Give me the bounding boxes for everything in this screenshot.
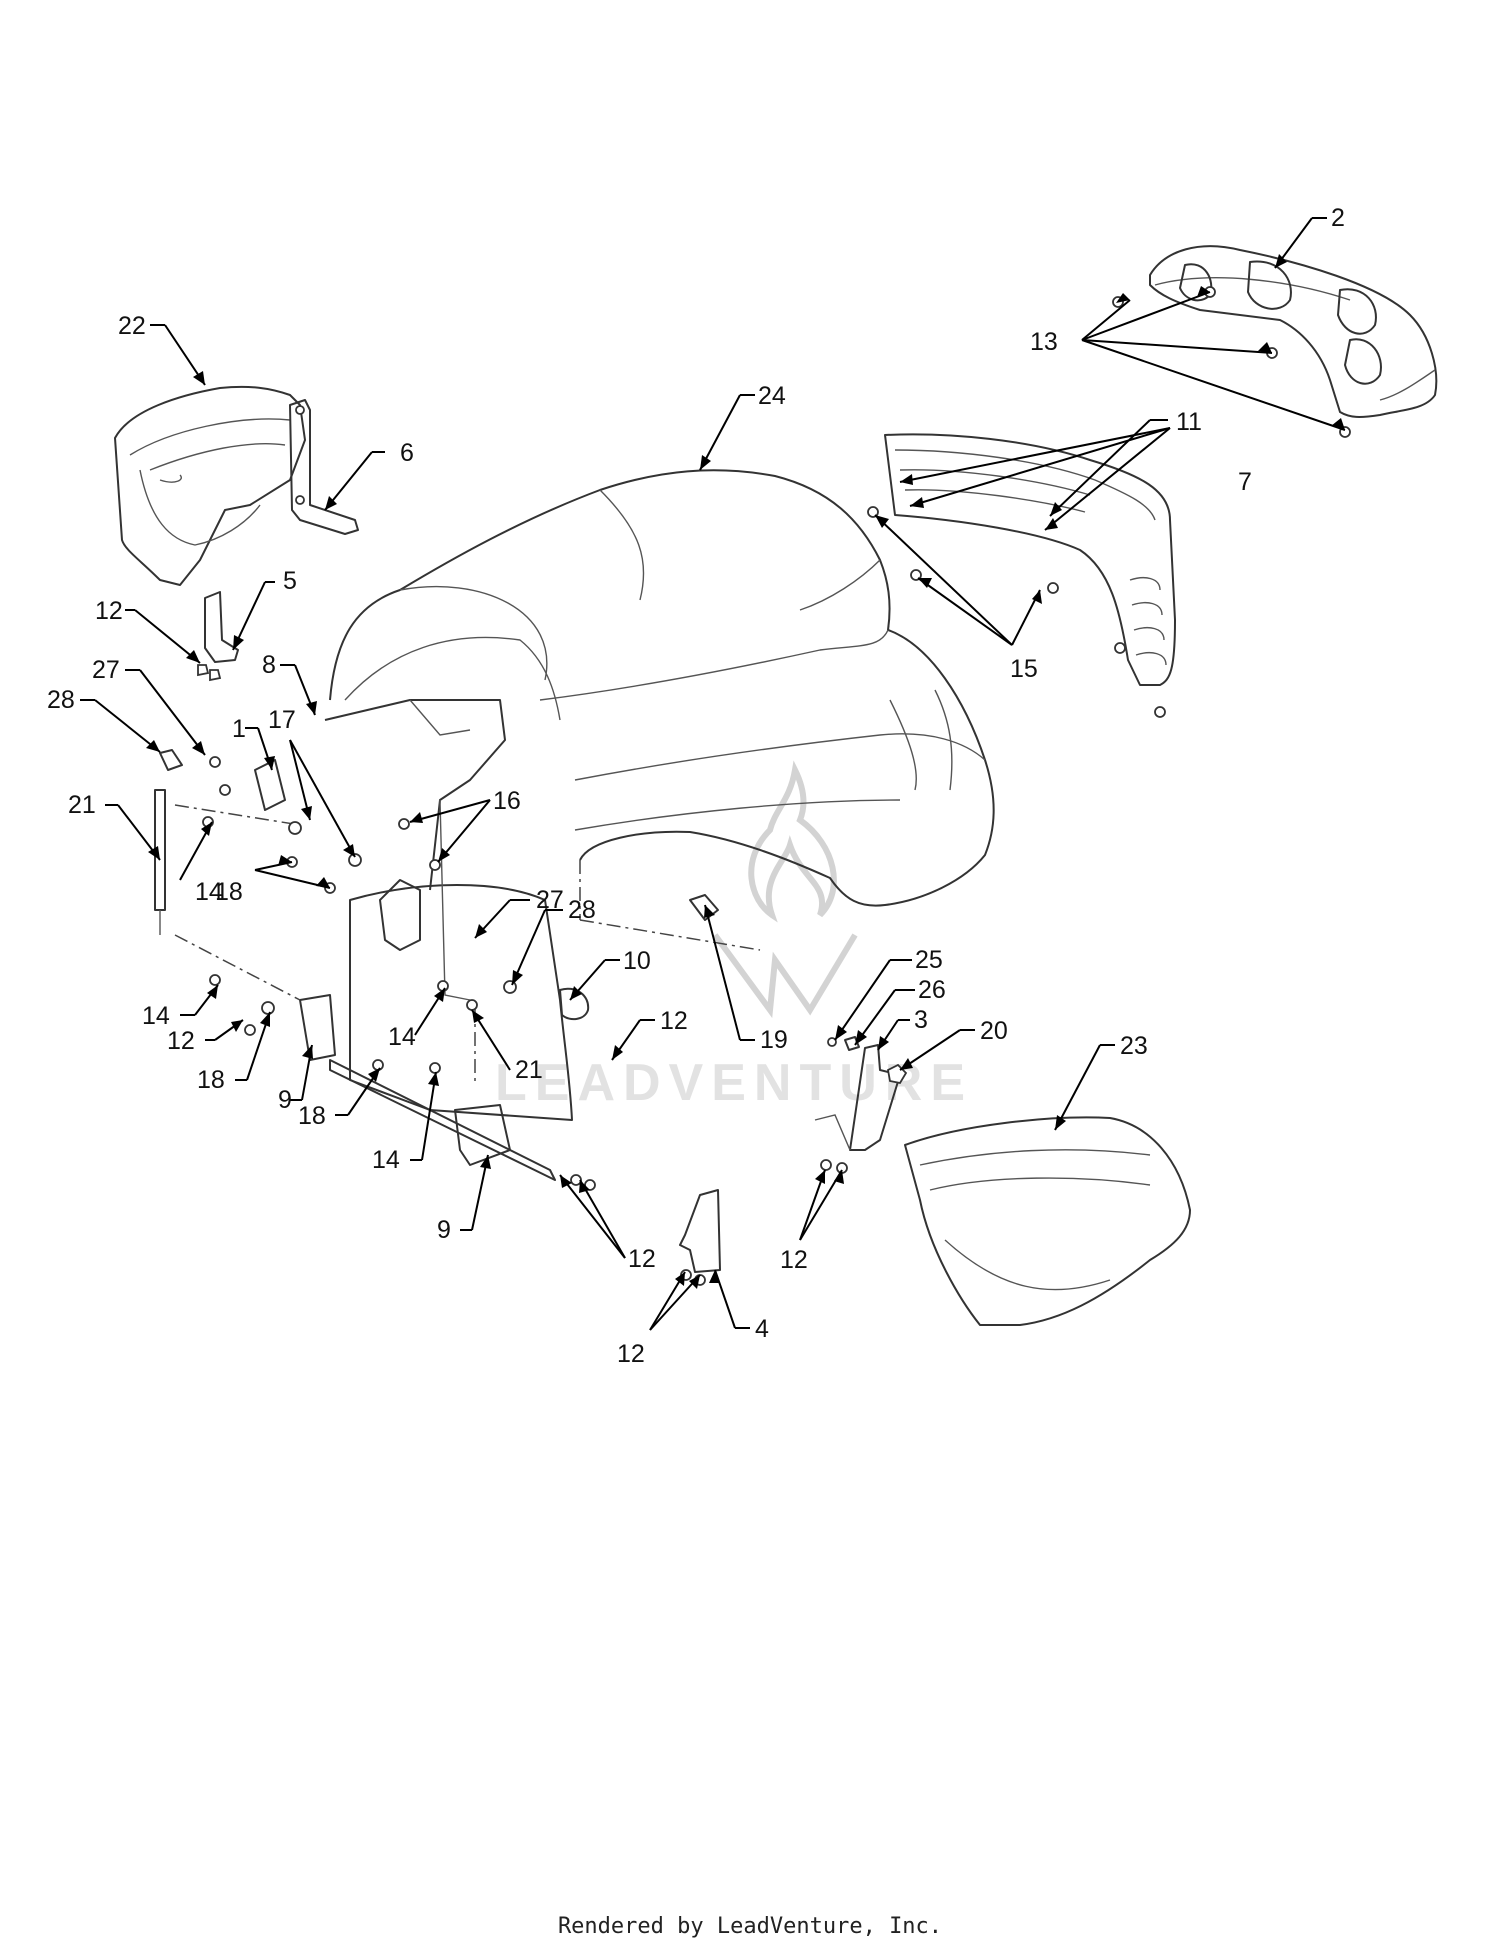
callout-4: 4 — [755, 1315, 769, 1343]
callout-14-a: 14 — [195, 878, 223, 906]
headlight-assembly — [1149, 245, 1438, 418]
callout-12-e: 12 — [617, 1340, 645, 1368]
nuts-15 — [867, 506, 1166, 718]
callout-26: 26 — [918, 976, 946, 1004]
callout-24: 24 — [758, 382, 786, 410]
callout-21-a: 21 — [68, 791, 96, 819]
callout-15: 15 — [1010, 655, 1038, 683]
callout-23: 23 — [1120, 1032, 1148, 1060]
callout-27-b: 27 — [536, 886, 564, 914]
arrowheads — [146, 254, 1345, 1289]
callout-19: 19 — [760, 1026, 788, 1054]
hood — [329, 469, 995, 951]
callout-5: 5 — [283, 567, 297, 595]
hinge-hardware — [159, 749, 517, 1074]
bracket-6 — [289, 399, 359, 535]
callout-14-b: 14 — [142, 1002, 170, 1030]
callout-labels: 2 13 24 11 7 15 22 6 5 12 8 27 28 1 17 1… — [47, 204, 1345, 1368]
watermark-text: LEADVENTURE — [495, 1054, 973, 1112]
callout-9-b: 9 — [437, 1216, 451, 1244]
right-side-panel — [904, 1116, 1191, 1326]
callout-18-a: 18 — [215, 878, 243, 906]
front-grille — [884, 433, 1176, 686]
callout-8: 8 — [262, 651, 276, 679]
dash-assembly — [299, 699, 590, 1181]
footer-credit: Rendered by LeadVenture, Inc. — [557, 1914, 943, 1939]
callout-28-b: 28 — [568, 896, 596, 924]
callout-22: 22 — [118, 312, 146, 340]
latch-19 — [689, 894, 719, 921]
callout-27-a: 27 — [92, 656, 120, 684]
callout-12-f: 12 — [780, 1246, 808, 1274]
callout-14-c: 14 — [388, 1023, 416, 1051]
callout-14-d: 14 — [372, 1146, 400, 1174]
callout-11: 11 — [1176, 408, 1202, 436]
callout-2: 2 — [1331, 204, 1345, 232]
callout-17: 17 — [268, 706, 296, 734]
callout-12-d: 12 — [628, 1245, 656, 1273]
callout-16: 16 — [493, 787, 521, 815]
callout-7: 7 — [1238, 468, 1252, 496]
callout-6: 6 — [400, 439, 414, 467]
callout-10: 10 — [623, 947, 651, 975]
callout-3: 3 — [914, 1006, 928, 1034]
callout-21-b: 21 — [515, 1056, 543, 1084]
callout-25: 25 — [915, 946, 943, 974]
callout-13: 13 — [1030, 328, 1058, 356]
callout-18-c: 18 — [298, 1102, 326, 1130]
callout-12-a: 12 — [95, 597, 123, 625]
gas-spring-21-left — [154, 789, 301, 1001]
leader-lines — [80, 217, 1346, 1331]
callout-9-a: 9 — [278, 1086, 292, 1114]
callout-20: 20 — [980, 1017, 1008, 1045]
callout-28-a: 28 — [47, 686, 75, 714]
callout-1: 1 — [232, 715, 246, 743]
left-side-panel — [114, 385, 306, 586]
watermark-logo: LEADVENTURE — [495, 760, 973, 1112]
callout-12-c: 12 — [660, 1007, 688, 1035]
bracket-5 — [197, 591, 239, 682]
callout-18-b: 18 — [197, 1066, 225, 1094]
callout-12-b: 12 — [167, 1027, 195, 1055]
